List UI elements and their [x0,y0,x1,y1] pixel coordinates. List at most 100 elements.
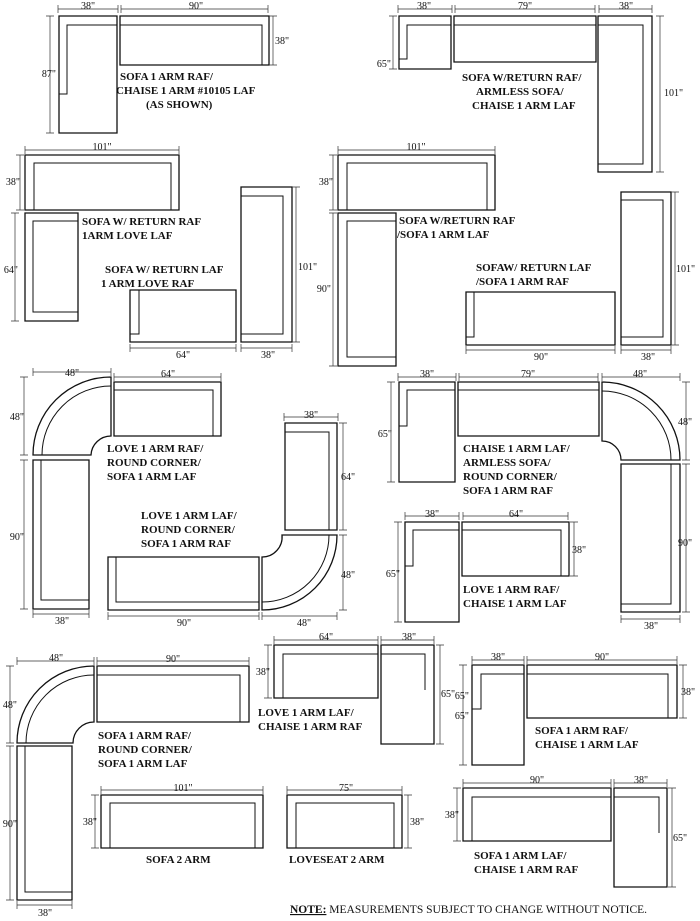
dim-label: 38" [38,908,52,919]
dim-label: 101" [676,264,695,275]
sofa-piece [526,664,678,719]
dim-label: 38" [417,1,431,12]
love-back [462,529,562,576]
config-love-raf-chaise-laf: 38" 64" 38" 65" LOVE 1 ARM RAF/ CHAISE 1… [386,509,586,623]
sofa-laf-back [24,746,72,893]
sofa-piece [100,794,264,849]
config-label: SOFA W/ RETURN LAF 1 ARM LOVE RAF [101,264,226,290]
love-back [32,220,78,313]
config-label: LOVE 1 ARM LAF/ ROUND CORNER/ SOFA 1 ARM… [141,510,239,550]
sofa-back [466,292,475,338]
config-love-raf-round-corner-sofa-laf: 48" 64" 48" 90" 38" LOVE 1 ARM RAF/ ROUN… [10,368,222,627]
chaise-piece [380,644,435,745]
chaise-piece [613,787,668,888]
dim-label: 38" [572,545,586,556]
config-label: SOFA 1 ARM LAF/ CHAISE 1 ARM RAF [474,850,578,876]
config-sofa-laf-chaise-raf: 90" 38" 38" 65" SOFA 1 ARM LAF/ CHAISE 1… [445,775,687,888]
config-label: LOVE 1 ARM RAF/ CHAISE 1 ARM LAF [463,584,567,610]
sofa-piece [620,463,681,613]
config-sofa-return-laf-love-raf: 64" 38" 101" SOFA W/ RETURN LAF 1 ARM LO… [101,186,317,361]
chaise-back [405,529,459,567]
dim-label: 38" [261,350,275,361]
armless-sofa-piece [453,15,597,63]
config-label: CHAISE 1 ARM LAF/ ARMLESS SOFA/ ROUND CO… [463,443,572,497]
sofa-piece [107,556,260,611]
dim-label: 79" [518,1,532,12]
config-label: LOVESEAT 2 ARM [289,854,385,866]
dim-label: 38" [425,509,439,520]
dim-label: 48" [10,412,24,423]
sofa-back [115,557,259,603]
config-label: SOFA W/RETURN RAF /SOFA 1 ARM LAF [396,215,518,241]
dim-label: 90" [3,819,17,830]
round-corner-piece [32,376,112,456]
note-prefix: NOTE: [290,904,326,916]
config-love-laf-chaise-raf: 64" 38" 38" 65" LOVE 1 ARM LAF/ CHAISE 1… [256,632,455,745]
love-back [114,389,214,436]
dim-label: 38" [319,177,333,188]
love-piece [461,521,570,577]
config-sofa-raf-chaise-laf: 38" 90" 65" 65" 38" SOFA 1 ARM RAF/ CHAI… [455,652,695,766]
round-corner-piece [601,381,681,461]
dim-label: 101" [173,783,192,794]
sofa-back [621,464,672,605]
dim-label: 65" [386,569,400,580]
love-back [130,290,140,335]
config-label: LOVE 1 ARM RAF/ ROUND CORNER/ SOFA 1 ARM… [107,443,206,483]
dim-label: 38" [410,817,424,828]
sofa-laf-piece [16,745,73,901]
round-corner-back [25,674,95,744]
dim-label: 38" [304,410,318,421]
sofa-return-back [346,162,488,210]
sofa-return-back [621,199,664,338]
dim-label: 38" [420,369,434,380]
round-corner-back [41,385,112,456]
dim-label: 65" [378,429,392,440]
dim-label: 79" [521,369,535,380]
sofa-piece [465,291,616,346]
love-back [274,653,378,699]
dim-label: 38" [81,1,95,12]
config-label: SOFAW/ RETURN LAF /SOFA 1 ARM RAF [475,262,594,288]
config-sofa-2-arm: 101" 38" SOFA 2 ARM [83,783,264,866]
dim-label: 38" [634,775,648,786]
love-back [284,431,330,530]
note-text: NOTE: MEASUREMENTS SUBJECT TO CHANGE WIT… [290,904,647,916]
chaise-back [381,653,426,690]
sofa-return-back [241,195,284,335]
dim-label: 64" [341,472,355,483]
config-label: SOFA W/ RETURN RAF 1ARM LOVE LAF [82,216,203,242]
chaise-piece [471,664,525,766]
loveseat-piece [286,794,403,849]
dim-label: 65" [377,59,391,70]
footer-note: NOTE: MEASUREMENTS SUBJECT TO CHANGE WIT… [290,904,647,916]
chaise-piece [398,15,452,70]
sofa-return-piece [24,154,180,211]
dim-label: 38" [644,621,658,632]
sofa-raf-back [97,674,241,722]
dim-label: 101" [92,142,111,153]
dim-label: 90" [595,652,609,663]
sofa-back [109,802,256,848]
dim-label: 64" [176,350,190,361]
dim-label: 38" [402,632,416,643]
config-chaise-laf-armless-round-corner-sofa-raf: 38" 79" 48" 65" 48" 90" 38" CHAISE 1 ARM… [378,369,692,632]
dim-label: 90" [166,654,180,665]
dim-label: 38" [6,177,20,188]
dim-label: 38" [275,36,289,47]
sofa-piece [119,15,270,66]
dim-label: 48" [65,368,79,379]
return-sofa-back [598,24,644,165]
dim-label: 65" [455,691,469,702]
dim-label: 38" [681,687,695,698]
chaise-piece [58,15,118,134]
dim-label: 48" [633,369,647,380]
love-piece [24,212,79,322]
dim-label: 87" [42,69,56,80]
round-corner-piece [16,665,95,744]
note-body: MEASUREMENTS SUBJECT TO CHANGE WITHOUT N… [326,904,647,916]
dim-label: 64" [4,265,18,276]
dim-label: 101" [298,262,317,273]
chaise-back [399,24,451,60]
sofa-return-back [33,162,172,210]
